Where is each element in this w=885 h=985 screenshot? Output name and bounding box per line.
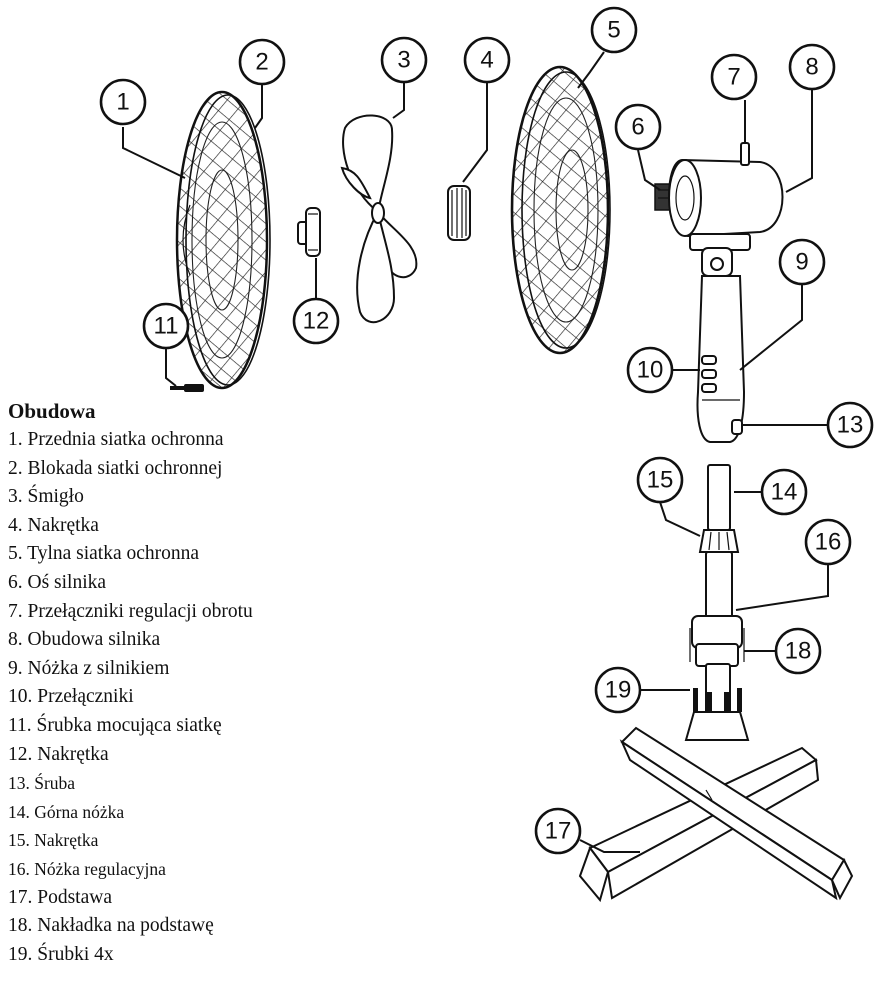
callout-9: 9 xyxy=(778,238,826,286)
legend-item: 13. Śruba xyxy=(8,773,76,794)
callout-7: 7 xyxy=(710,53,758,101)
legend-item: 16. Nóżka regulacyjna xyxy=(8,858,166,879)
legend-item: 18. Nakładka na podstawę xyxy=(8,915,214,937)
svg-text:6: 6 xyxy=(631,114,644,141)
legend-item: 7. Przełączniki regulacji obrotu xyxy=(8,600,253,622)
svg-text:12: 12 xyxy=(303,308,330,335)
legend-item: 14. Górna nóżka xyxy=(8,801,125,822)
legend-title: Obudowa xyxy=(8,399,96,423)
leader-lines xyxy=(122,51,829,853)
callout-18: 18 xyxy=(774,627,822,675)
callout-19: 19 xyxy=(594,666,642,714)
legend-item: 12. Nakrętka xyxy=(8,743,109,765)
cross-base xyxy=(578,726,854,903)
svg-text:4: 4 xyxy=(480,47,493,74)
legend-item: 3. Śmigło xyxy=(8,486,84,508)
legend-item: 17. Podstawa xyxy=(8,886,112,908)
svg-text:18: 18 xyxy=(785,638,812,665)
svg-text:17: 17 xyxy=(545,818,572,845)
svg-text:3: 3 xyxy=(397,47,410,74)
blade-nut xyxy=(447,185,471,241)
svg-text:10: 10 xyxy=(637,357,664,384)
pole-assembly xyxy=(684,464,750,741)
legend-item: 19. Śrubki 4x xyxy=(8,943,114,965)
callout-16: 16 xyxy=(804,518,852,566)
svg-text:9: 9 xyxy=(795,249,808,276)
callout-14: 14 xyxy=(760,468,808,516)
guard-screw xyxy=(170,384,204,392)
legend-list: 1. Przednia siatka ochronna 2. Blokada s… xyxy=(8,426,528,969)
callout-1: 1 xyxy=(99,78,147,126)
legend-item: 1. Przednia siatka ochronna xyxy=(8,429,224,450)
callout-11: 11 xyxy=(142,302,190,350)
svg-text:16: 16 xyxy=(815,529,842,556)
motor-leg xyxy=(696,247,746,443)
legend-item: 2. Blokada siatki ochronnej xyxy=(8,457,223,479)
svg-text:13: 13 xyxy=(837,412,864,439)
svg-text:15: 15 xyxy=(647,467,674,494)
legend-item: 15. Nakrętka xyxy=(8,830,99,851)
callout-13: 13 xyxy=(826,401,874,449)
callout-10: 10 xyxy=(626,346,674,394)
rear-guard xyxy=(510,65,611,355)
svg-text:8: 8 xyxy=(805,54,818,81)
legend-item: 9. Nóżka z silnikiem xyxy=(8,657,170,679)
legend-item: 6. Oś silnika xyxy=(8,571,107,593)
legend-item: 10. Przełączniki xyxy=(8,686,134,708)
legend-item: 11. Śrubka mocująca siatkę xyxy=(8,714,222,736)
callout-6: 6 xyxy=(614,103,662,151)
front-guard xyxy=(175,90,271,390)
svg-text:14: 14 xyxy=(771,479,798,506)
svg-text:1: 1 xyxy=(116,89,129,116)
legend-item: 8. Obudowa silnika xyxy=(8,629,161,651)
fan-blade xyxy=(340,114,418,324)
callout-3: 3 xyxy=(380,36,428,84)
svg-text:19: 19 xyxy=(605,677,632,704)
callout-12: 12 xyxy=(292,297,340,345)
callout-15: 15 xyxy=(636,456,684,504)
svg-text:2: 2 xyxy=(255,49,268,76)
svg-text:11: 11 xyxy=(154,313,179,340)
callout-5: 5 xyxy=(590,6,638,54)
callout-4: 4 xyxy=(463,36,511,84)
callout-2: 2 xyxy=(238,38,286,86)
legend-item: 5. Tylna siatka ochronna xyxy=(8,543,200,565)
callout-17: 17 xyxy=(534,807,582,855)
callout-8: 8 xyxy=(788,43,836,91)
motor-housing xyxy=(654,142,784,251)
parts-legend: Obudowa 1. Przednia siatka ochronna 2. B… xyxy=(8,398,528,969)
svg-text:5: 5 xyxy=(607,17,620,44)
spinner-nut xyxy=(297,207,321,257)
screws xyxy=(693,688,742,716)
legend-item: 4. Nakrętka xyxy=(8,514,99,536)
svg-text:7: 7 xyxy=(727,64,740,91)
